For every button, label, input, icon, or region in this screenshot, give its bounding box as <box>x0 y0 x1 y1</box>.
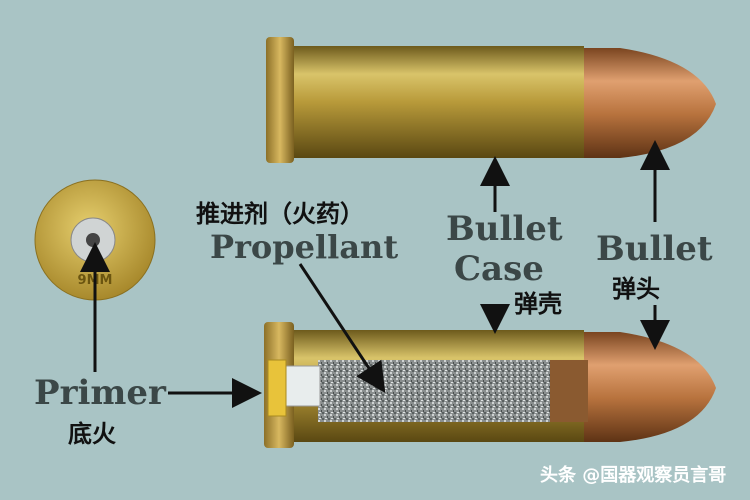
propellant-arrow <box>298 263 386 394</box>
watermark: 头条 @国器观察员言哥 <box>540 464 726 486</box>
bullet-head <box>580 48 716 158</box>
bullet-head <box>580 332 716 442</box>
bullet-base <box>548 360 588 422</box>
arrows <box>80 140 670 408</box>
case-label-zh: 弹壳 <box>514 290 562 318</box>
bullet-label-en: Bullet <box>596 229 713 269</box>
propellant-label-en: Propellant <box>210 228 398 266</box>
bottom-cartridge-cutaway <box>264 322 716 448</box>
case-label-en-2: Case <box>454 249 544 289</box>
primer-label-zh: 底火 <box>68 420 116 448</box>
primer-label-en: Primer <box>34 373 167 413</box>
case-rim <box>266 37 294 163</box>
case-label-en-1: Bullet <box>446 209 563 249</box>
propellant-label-zh: 推进剂（火药） <box>196 200 364 228</box>
flash-hole <box>283 365 321 407</box>
bullet-case <box>292 46 584 158</box>
primer-cup <box>267 359 287 417</box>
top-cartridge <box>266 37 716 163</box>
propellant-powder <box>318 360 550 422</box>
bullet-label-zh: 弹头 <box>612 275 660 303</box>
